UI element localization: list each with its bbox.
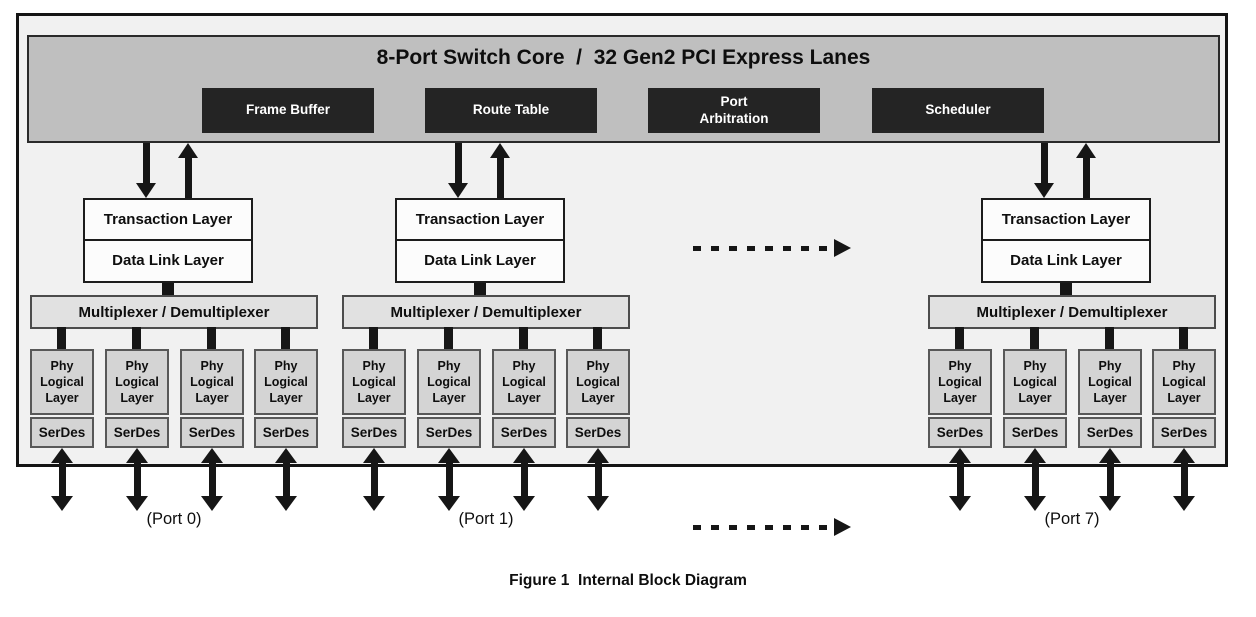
phy-logical-layer-block: Phy Logical Layer — [492, 349, 556, 415]
down-arrow-icon — [448, 143, 468, 198]
bus-connector — [1030, 327, 1039, 351]
port-group: Transaction Layer Data Link Layer Multip… — [30, 140, 318, 540]
dotted-line — [693, 524, 834, 530]
serdes-block: SerDes — [928, 417, 992, 448]
continuation-dotted-arrow-icon — [693, 239, 851, 257]
phy-logical-layer-block: Phy Logical Layer — [180, 349, 244, 415]
arrow-head — [834, 518, 851, 536]
bidirectional-arrow-icon — [949, 448, 971, 511]
phy-logical-layer-block: Phy Logical Layer — [566, 349, 630, 415]
bidirectional-arrow-icon — [513, 448, 535, 511]
serdes-block: SerDes — [105, 417, 169, 448]
port-group: Transaction Layer Data Link Layer Multip… — [928, 140, 1216, 540]
data-link-layer-block: Data Link Layer — [1010, 252, 1122, 270]
phy-logical-layer-block: Phy Logical Layer — [1003, 349, 1067, 415]
bidirectional-arrow-icon — [438, 448, 460, 511]
up-arrow-icon — [178, 143, 198, 198]
bus-connector — [444, 327, 453, 351]
serdes-block: SerDes — [1078, 417, 1142, 448]
route-table-block: Route Table — [425, 88, 597, 133]
pcie-layer-stack: Transaction Layer Data Link Layer — [395, 198, 565, 283]
bidirectional-arrow-icon — [126, 448, 148, 511]
port-arbitration-block: Port Arbitration — [648, 88, 820, 133]
multiplexer-demultiplexer-block: Multiplexer / Demultiplexer — [342, 295, 630, 329]
phy-logical-layer-block: Phy Logical Layer — [928, 349, 992, 415]
pcie-layer-stack: Transaction Layer Data Link Layer — [981, 198, 1151, 283]
port-label: (Port 7) — [1044, 510, 1100, 528]
bus-connector — [1060, 283, 1072, 297]
scheduler-block: Scheduler — [872, 88, 1044, 133]
phy-logical-layer-block: Phy Logical Layer — [342, 349, 406, 415]
data-link-layer-block: Data Link Layer — [112, 252, 224, 270]
port-label: (Port 0) — [146, 510, 202, 528]
serdes-block: SerDes — [1152, 417, 1216, 448]
bidirectional-arrow-icon — [363, 448, 385, 511]
arrow-head — [834, 239, 851, 257]
transaction-layer-block: Transaction Layer — [983, 200, 1149, 241]
frame-buffer-block: Frame Buffer — [202, 88, 374, 133]
data-link-layer-block: Data Link Layer — [424, 252, 536, 270]
switch-core-title: 8-Port Switch Core / 32 Gen2 PCI Express… — [376, 46, 871, 69]
down-arrow-icon — [136, 143, 156, 198]
phy-logical-layer-block: Phy Logical Layer — [1152, 349, 1216, 415]
bus-connector — [1105, 327, 1114, 351]
bidirectional-arrow-icon — [587, 448, 609, 511]
multiplexer-demultiplexer-block: Multiplexer / Demultiplexer — [928, 295, 1216, 329]
continuation-dotted-arrow-icon — [693, 518, 851, 536]
bidirectional-arrow-icon — [1099, 448, 1121, 511]
bus-connector — [162, 283, 174, 297]
bidirectional-arrow-icon — [275, 448, 297, 511]
up-arrow-icon — [490, 143, 510, 198]
bidirectional-arrow-icon — [201, 448, 223, 511]
port-label: (Port 1) — [458, 510, 514, 528]
bidirectional-arrow-icon — [51, 448, 73, 511]
multiplexer-demultiplexer-block: Multiplexer / Demultiplexer — [30, 295, 318, 329]
serdes-block: SerDes — [566, 417, 630, 448]
bidirectional-arrow-icon — [1024, 448, 1046, 511]
bus-connector — [207, 327, 216, 351]
port-group: Transaction Layer Data Link Layer Multip… — [342, 140, 630, 540]
bus-connector — [955, 327, 964, 351]
bus-connector — [57, 327, 66, 351]
dotted-line — [693, 245, 834, 251]
phy-logical-layer-block: Phy Logical Layer — [30, 349, 94, 415]
transaction-layer-block: Transaction Layer — [85, 200, 251, 241]
switch-core-block: 8-Port Switch Core / 32 Gen2 PCI Express… — [27, 35, 1220, 143]
serdes-block: SerDes — [30, 417, 94, 448]
phy-logical-layer-block: Phy Logical Layer — [417, 349, 481, 415]
serdes-block: SerDes — [1003, 417, 1067, 448]
serdes-block: SerDes — [254, 417, 318, 448]
bus-connector — [132, 327, 141, 351]
up-arrow-icon — [1076, 143, 1096, 198]
serdes-block: SerDes — [180, 417, 244, 448]
figure-caption: Figure 1 Internal Block Diagram — [509, 572, 747, 589]
phy-logical-layer-block: Phy Logical Layer — [105, 349, 169, 415]
phy-logical-layer-block: Phy Logical Layer — [254, 349, 318, 415]
bus-connector — [593, 327, 602, 351]
bus-connector — [281, 327, 290, 351]
serdes-block: SerDes — [342, 417, 406, 448]
bus-connector — [369, 327, 378, 351]
serdes-block: SerDes — [492, 417, 556, 448]
pcie-layer-stack: Transaction Layer Data Link Layer — [83, 198, 253, 283]
down-arrow-icon — [1034, 143, 1054, 198]
serdes-block: SerDes — [417, 417, 481, 448]
bus-connector — [1179, 327, 1188, 351]
bus-connector — [519, 327, 528, 351]
bidirectional-arrow-icon — [1173, 448, 1195, 511]
bus-connector — [474, 283, 486, 297]
transaction-layer-block: Transaction Layer — [397, 200, 563, 241]
phy-logical-layer-block: Phy Logical Layer — [1078, 349, 1142, 415]
